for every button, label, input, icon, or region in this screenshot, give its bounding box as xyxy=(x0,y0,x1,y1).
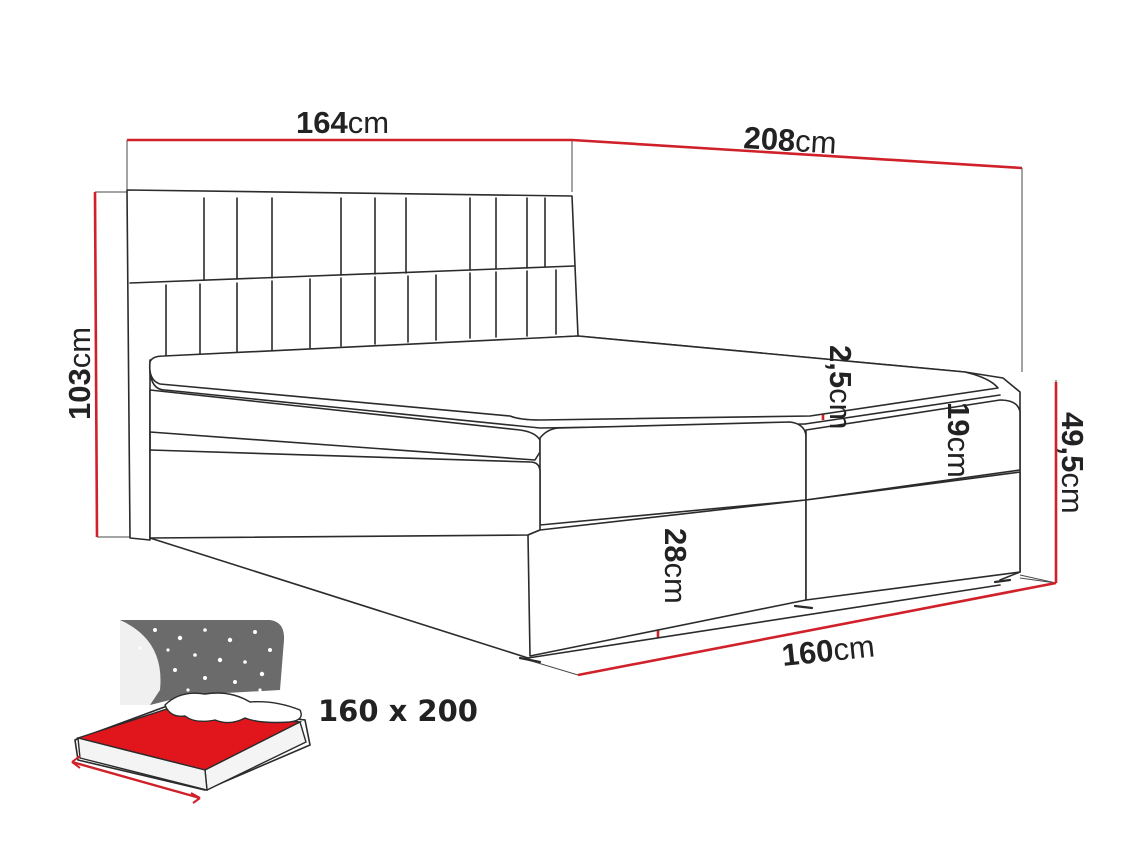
length-label: 208cm xyxy=(743,120,838,161)
sleeping-width-unit: cm xyxy=(832,628,877,667)
topper-thickness-label: 2,5cm xyxy=(823,345,858,429)
width-value: 164 xyxy=(296,105,348,140)
headboard-height-unit: cm xyxy=(62,327,97,368)
night-sky-icon xyxy=(120,620,285,705)
total-height-value: 49,5 xyxy=(1055,412,1090,472)
pillow-icon xyxy=(164,692,302,724)
mattress-size-label: 160 x 200 xyxy=(318,694,478,728)
width-label: 164cm xyxy=(296,105,389,140)
mattress-thickness-unit: cm xyxy=(941,436,976,477)
width-unit: cm xyxy=(348,105,389,140)
total-height-unit: cm xyxy=(1055,472,1090,513)
mattress-thickness-label: 19cm xyxy=(941,402,976,478)
extension-lines xyxy=(95,140,1057,676)
headboard-tufting xyxy=(165,197,557,357)
total-height-label: 49,5cm xyxy=(1055,412,1090,514)
sleeping-width-label: 160cm xyxy=(780,628,876,673)
length-dimension-line xyxy=(571,138,1023,170)
base-height-label: 28cm xyxy=(658,528,693,604)
headboard-height-value: 103 xyxy=(62,368,97,420)
base-height-value: 28 xyxy=(658,528,693,562)
sleeping-width-dimension-line xyxy=(577,581,1057,677)
dimension-lines xyxy=(93,138,1058,677)
headboard-height-dimension-line xyxy=(93,191,99,538)
length-value: 208 xyxy=(743,120,797,158)
mattress-thickness-value: 19 xyxy=(941,402,976,436)
base-height-unit: cm xyxy=(658,562,693,603)
topper xyxy=(148,335,999,421)
box-spring-base xyxy=(149,449,541,539)
mattress-size-icon xyxy=(71,620,311,804)
dimension-labels: 164cm 208cm 103cm 2,5cm 19cm 49,5cm 28cm… xyxy=(62,105,1090,673)
topper-thickness-unit: cm xyxy=(823,388,858,429)
bed-drawing xyxy=(126,189,1021,664)
headboard-height-label: 103cm xyxy=(62,327,97,420)
topper-thickness-value: 2,5 xyxy=(823,345,858,388)
headboard xyxy=(126,189,579,541)
sleeping-width-value: 160 xyxy=(780,633,835,673)
mattress xyxy=(149,389,541,461)
length-unit: cm xyxy=(794,123,837,160)
star-icons xyxy=(138,628,272,692)
